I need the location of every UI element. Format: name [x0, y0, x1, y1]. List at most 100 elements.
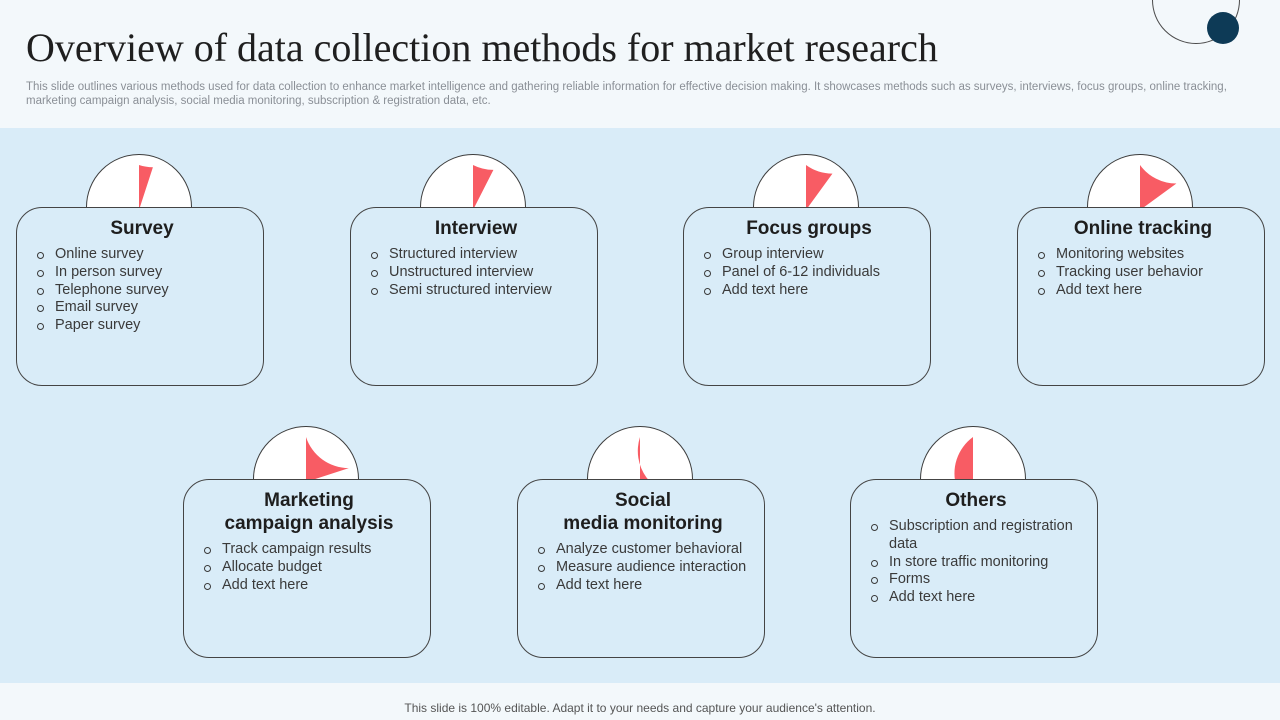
list-item-text: Paper survey	[55, 317, 141, 334]
list-item: Semi structured interview	[369, 282, 583, 300]
page-subtitle: This slide outlines various methods used…	[26, 81, 1227, 107]
card-title-line: Online tracking	[1073, 218, 1213, 239]
list-item-text: Unstructured interview	[389, 263, 534, 280]
list-item: Allocate budget	[202, 559, 416, 577]
list-item: Panel of 6-12 individuals	[702, 264, 916, 282]
card-title-line: Survey	[110, 218, 174, 239]
gauge-fill	[473, 165, 494, 210]
card-title: Others	[869, 489, 1083, 512]
list-item-text: Subscription and registration data	[889, 518, 1073, 552]
list-item: In person survey	[35, 264, 249, 282]
list-item: Telephone survey	[35, 282, 249, 300]
decorative-circle-dot	[1207, 12, 1239, 44]
list-item: Track campaign results	[202, 541, 416, 559]
circle-bullet-icon	[704, 269, 711, 277]
circle-bullet-icon	[37, 323, 44, 331]
card-title: Focus groups	[702, 217, 916, 240]
circle-bullet-icon	[371, 252, 378, 259]
list-item: Paper survey	[35, 317, 249, 335]
list-item: Subscription and registration data	[869, 518, 1083, 554]
list-item: Tracking user behavior	[1036, 264, 1250, 282]
circle-bullet-icon	[871, 559, 878, 567]
gauge-fill	[306, 437, 349, 482]
list-item-text: Measure audience interaction	[556, 558, 747, 575]
list-item-text: Tracking user behavior	[1056, 263, 1203, 280]
circle-bullet-icon	[1038, 269, 1045, 277]
circle-bullet-icon	[1038, 287, 1045, 295]
circle-bullet-icon	[871, 524, 878, 531]
circle-bullet-icon	[871, 595, 878, 603]
list-item: Structured interview	[369, 246, 583, 264]
circle-bullet-icon	[37, 305, 44, 313]
circle-bullet-icon	[538, 582, 545, 590]
card-title-line: Marketing	[264, 490, 354, 511]
list-item-text: Group interview	[722, 246, 824, 262]
circle-bullet-icon	[204, 547, 211, 554]
list-item: Measure audience interaction	[536, 559, 750, 577]
card-title-line: media monitoring	[563, 513, 723, 534]
card-title-line: Social	[615, 490, 671, 511]
list-item-text: Allocate budget	[222, 558, 322, 575]
card-title-line: Others	[945, 490, 1007, 511]
list-item-text: Email survey	[55, 299, 138, 316]
list-item-text: Add text here	[222, 576, 309, 593]
gauge-fill	[806, 165, 833, 210]
circle-bullet-icon	[704, 287, 711, 295]
list-item-text: Track campaign results	[222, 541, 372, 557]
list-item: Add text here	[702, 282, 916, 300]
gauge-fill	[1140, 165, 1177, 210]
list-item: Analyze customer behavioral	[536, 541, 750, 559]
list-item-text: Add text here	[556, 576, 643, 593]
circle-bullet-icon	[538, 564, 545, 572]
circle-bullet-icon	[204, 582, 211, 590]
list-item-text: Add text here	[722, 281, 809, 298]
list-item-text: Semi structured interview	[389, 281, 552, 298]
circle-bullet-icon	[704, 252, 711, 259]
list-item-text: Structured interview	[389, 246, 518, 262]
list-item-text: In store traffic monitoring	[889, 553, 1049, 570]
list-item-text: Monitoring websites	[1056, 246, 1185, 262]
circle-bullet-icon	[1038, 252, 1045, 259]
list-item: Forms	[869, 571, 1083, 589]
circle-bullet-icon	[204, 564, 211, 572]
card-title-line: campaign analysis	[224, 513, 394, 534]
page-title: Overview of data collection methods for …	[26, 25, 938, 70]
list-item: Add text here	[536, 577, 750, 595]
list-item-text: In person survey	[55, 263, 163, 280]
list-item: Add text here	[1036, 282, 1250, 300]
list-item: In store traffic monitoring	[869, 554, 1083, 572]
list-item-text: Panel of 6-12 individuals	[722, 263, 880, 280]
list-item: Online survey	[35, 246, 249, 264]
list-item: Add text here	[869, 589, 1083, 607]
circle-bullet-icon	[37, 269, 44, 277]
list-item-text: Forms	[889, 571, 931, 588]
list-item: Email survey	[35, 299, 249, 317]
list-item-text: Add text here	[889, 589, 976, 606]
card-title-line: Interview	[434, 218, 518, 239]
card-title: Interview	[369, 217, 583, 240]
circle-bullet-icon	[871, 577, 878, 585]
gauge-fill	[139, 165, 153, 210]
footer-note: This slide is 100% editable. Adapt it to…	[404, 701, 876, 715]
list-item: Monitoring websites	[1036, 246, 1250, 264]
